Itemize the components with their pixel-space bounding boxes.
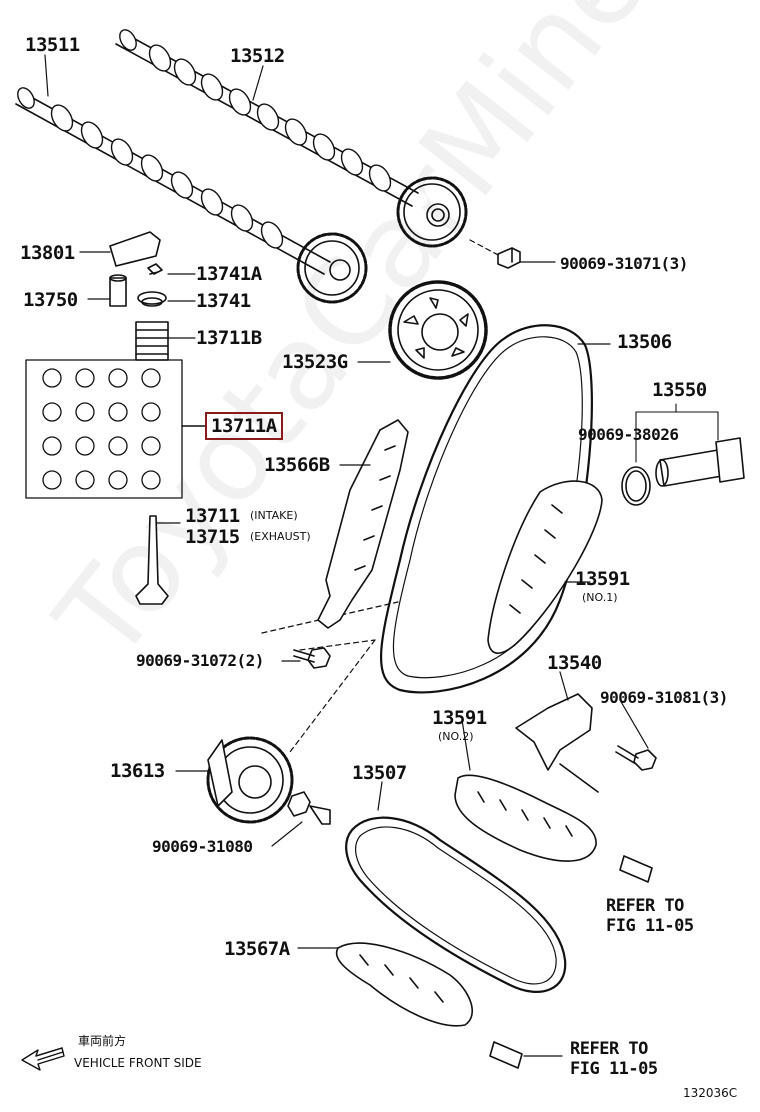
refer-link-1-line1[interactable]: REFER TO [606, 896, 684, 916]
label-intake: (INTAKE) [250, 509, 298, 522]
label-13711B[interactable]: 13711B [196, 327, 262, 349]
vehicle-front-arrow-icon [21, 1047, 65, 1071]
valve-seal-set-13711A[interactable] [25, 359, 206, 499]
label-13550[interactable]: 13550 [652, 379, 707, 401]
valve-13711-13715[interactable] [135, 515, 169, 605]
chain-guide-13591-no2[interactable] [454, 774, 597, 862]
label-13741[interactable]: 13741 [196, 290, 251, 312]
label-13566B[interactable]: 13566B [264, 454, 330, 476]
chain-guide-13591-no1[interactable] [487, 480, 603, 654]
sprocket-13523G[interactable] [388, 280, 488, 380]
bolt-90069-31081[interactable] [615, 745, 657, 771]
label-13750[interactable]: 13750 [23, 289, 78, 311]
label-90069-31071[interactable]: 90069-31071(3) [560, 254, 688, 273]
valve-spring-13711B[interactable] [135, 321, 169, 361]
front-side-label-jp: 車両前方 [78, 1034, 127, 1048]
front-side-label-en: VEHICLE FRONT SIDE [74, 1056, 202, 1070]
label-exhaust: (EXHAUST) [250, 530, 311, 543]
keeper-13741A[interactable] [147, 263, 163, 275]
label-90069-38026[interactable]: 90069-38026 [578, 425, 679, 444]
refer-link-2-line2[interactable]: FIG 11-05 [570, 1059, 658, 1079]
label-13715[interactable]: 13715 [185, 526, 240, 548]
rocker-arm-13801[interactable] [109, 231, 161, 267]
label-13567A[interactable]: 13567A [224, 938, 290, 960]
pin-refer-1[interactable] [619, 855, 653, 883]
guide-13566B[interactable] [317, 419, 409, 629]
refer-link-2-line1[interactable]: REFER TO [570, 1039, 648, 1059]
label-no1: (NO.1) [582, 591, 618, 604]
tensioner-arm-13540[interactable] [515, 693, 599, 793]
label-13506[interactable]: 13506 [617, 331, 672, 353]
refer-link-1-line2[interactable]: FIG 11-05 [606, 916, 694, 936]
label-13613[interactable]: 13613 [110, 760, 165, 782]
label-no2: (NO.2) [438, 730, 474, 743]
chain-13506[interactable] [379, 324, 593, 694]
guide-13567A[interactable] [335, 942, 474, 1027]
camshaft-13512[interactable] [115, 27, 468, 248]
label-13711A-highlighted[interactable]: 13711A [205, 412, 283, 440]
label-13741A[interactable]: 13741A [196, 263, 262, 285]
label-13540[interactable]: 13540 [547, 652, 602, 674]
label-90069-31072[interactable]: 90069-31072(2) [136, 651, 264, 670]
label-13511[interactable]: 13511 [25, 34, 80, 56]
label-13711[interactable]: 13711 [185, 505, 240, 527]
lash-adjuster-13750[interactable] [109, 274, 127, 307]
pin-refer-2[interactable] [489, 1041, 523, 1069]
label-90069-31080[interactable]: 90069-31080 [152, 837, 253, 856]
label-13507[interactable]: 13507 [352, 762, 407, 784]
label-13591-no2[interactable]: 13591 [432, 707, 487, 729]
bolt-90069-31072[interactable] [293, 647, 331, 669]
label-13523G[interactable]: 13523G [282, 351, 348, 373]
label-13591-no1[interactable]: 13591 [575, 568, 630, 590]
tensioner-13550[interactable] [621, 437, 745, 506]
label-13512[interactable]: 13512 [230, 45, 285, 67]
retainer-13741[interactable] [137, 291, 167, 307]
camshaft-13511[interactable] [14, 85, 368, 304]
label-13801[interactable]: 13801 [20, 242, 75, 264]
figure-code: 132036C [683, 1086, 738, 1100]
label-90069-31081[interactable]: 90069-31081(3) [600, 688, 728, 707]
bolt-90069-31080[interactable] [287, 791, 331, 825]
bolt-90069-31071[interactable] [497, 247, 521, 269]
chain-13507[interactable] [345, 816, 567, 993]
crank-sprocket-13613[interactable] [206, 736, 294, 824]
